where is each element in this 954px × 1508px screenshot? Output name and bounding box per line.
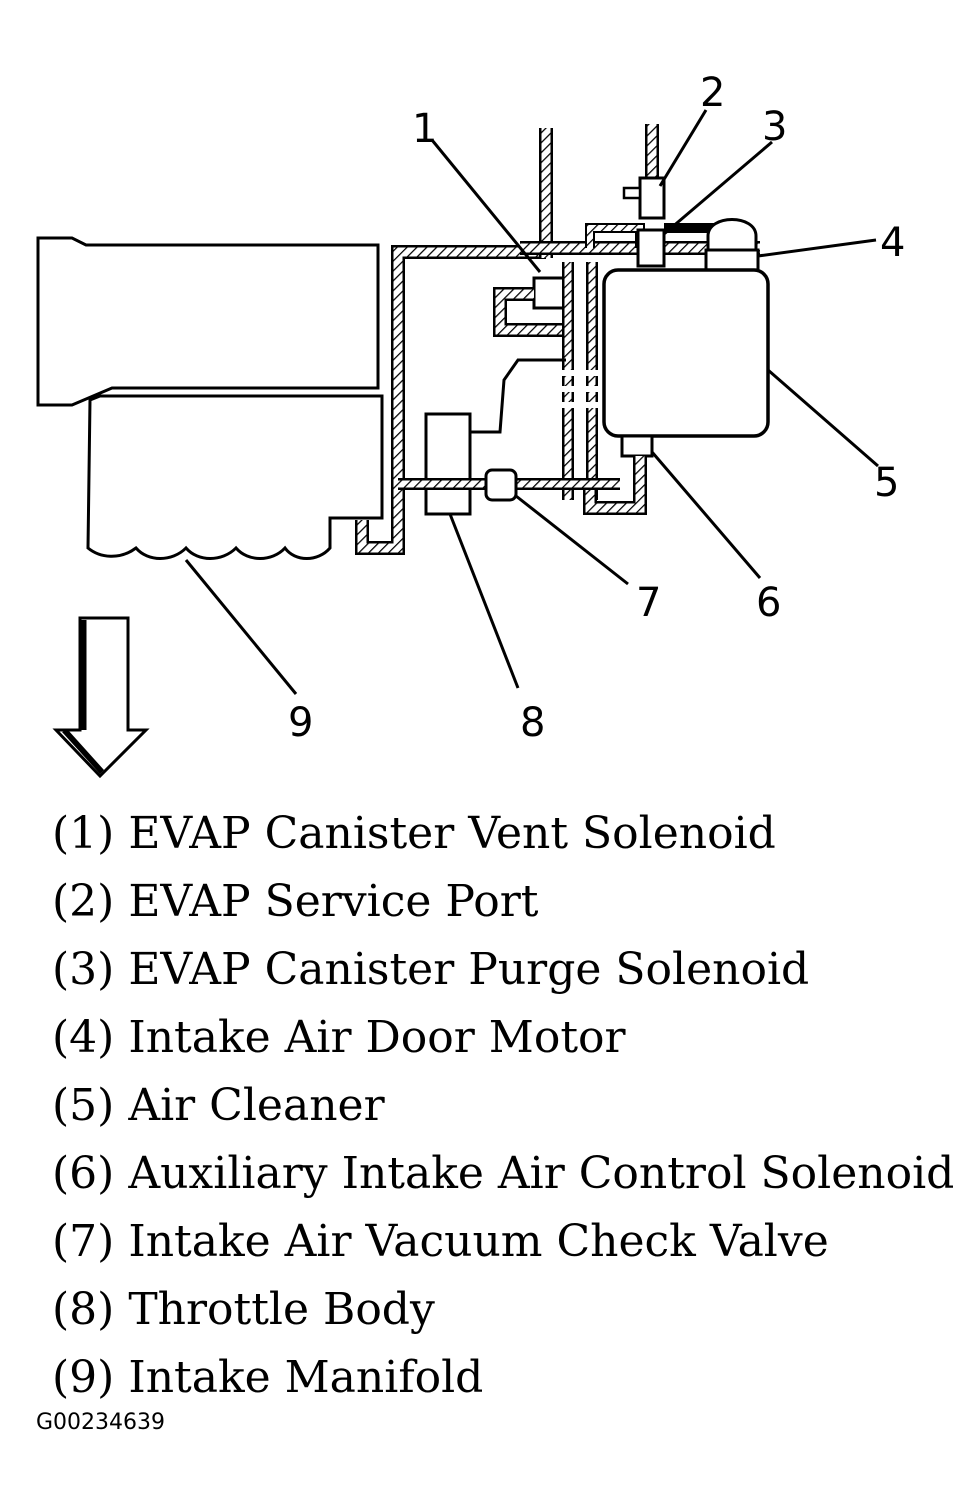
legend-item: (1) EVAP Canister Vent Solenoid (52, 808, 776, 859)
air-cleaner (602, 268, 770, 438)
legend-item: (5) Air Cleaner (52, 1080, 385, 1131)
callout-4: 4 (880, 220, 905, 266)
legend-item: (8) Throttle Body (52, 1284, 435, 1335)
legend-item: (6) Auxiliary Intake Air Control Solenoi… (52, 1148, 954, 1199)
leader-lines (184, 109, 879, 695)
figure-code: G00234639 (36, 1410, 166, 1435)
evap-canister-purge-solenoid (636, 228, 666, 268)
purge-hose (562, 262, 598, 500)
evap-canister-vent-solenoid (532, 276, 568, 310)
auxiliary-intake-air-control-solenoid (620, 434, 654, 458)
callout-8: 8 (520, 700, 545, 746)
callout-5: 5 (874, 460, 899, 506)
engine-block (36, 236, 380, 407)
intake-air-door-motor (706, 218, 758, 250)
callout-1: 1 (412, 106, 437, 152)
intake-manifold (86, 394, 384, 560)
callout-6: 6 (756, 580, 781, 626)
legend-item: (7) Intake Air Vacuum Check Valve (52, 1216, 829, 1267)
legend-item: (4) Intake Air Door Motor (52, 1012, 626, 1063)
legend-item: (9) Intake Manifold (52, 1352, 484, 1403)
callout-7: 7 (636, 580, 661, 626)
callout-9: 9 (288, 700, 313, 746)
legend-item: (2) EVAP Service Port (52, 876, 539, 927)
component-legend: (1) EVAP Canister Vent Solenoid (2) EVAP… (52, 800, 954, 1412)
throttle-body (424, 412, 472, 516)
down-arrow-icon (52, 616, 150, 779)
intake-air-vacuum-check-valve (484, 468, 518, 502)
legend-item: (3) EVAP Canister Purge Solenoid (52, 944, 810, 995)
callout-2: 2 (700, 70, 725, 116)
callout-3: 3 (762, 104, 787, 150)
engine-diagram: 1 2 3 4 5 6 7 8 9 (36, 70, 905, 779)
